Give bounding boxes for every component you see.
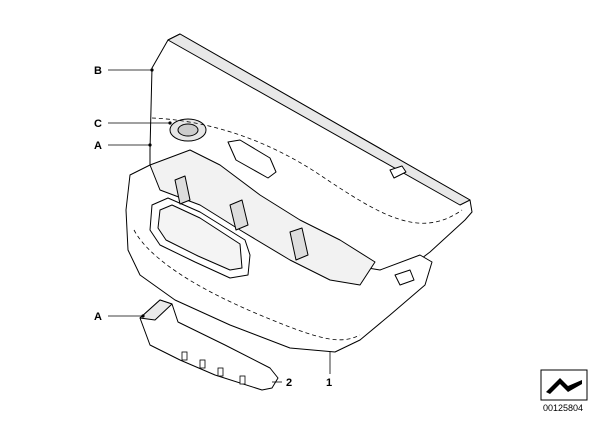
leader-lines bbox=[108, 69, 331, 383]
stitch-lower bbox=[133, 229, 361, 341]
door-trim-panel bbox=[125, 33, 473, 353]
catalog-icon-arrow bbox=[546, 378, 582, 394]
trim-strip-top bbox=[139, 299, 173, 321]
label-a-bottom: A bbox=[94, 311, 102, 323]
leader-dots bbox=[141, 68, 172, 318]
trim-strip-part-2 bbox=[139, 299, 279, 391]
stitch-upper bbox=[151, 117, 463, 224]
leader-dot-b bbox=[150, 68, 154, 72]
door-handle-recess bbox=[227, 139, 277, 179]
catalog-icon bbox=[540, 369, 588, 401]
clip-1 bbox=[181, 351, 188, 361]
leader-dot-c bbox=[168, 121, 172, 125]
clip-4 bbox=[239, 375, 246, 385]
leader-dot-a-top bbox=[148, 143, 152, 147]
catalog-number: 00125804 bbox=[543, 403, 583, 413]
stitching-lines bbox=[133, 117, 463, 341]
label-2: 2 bbox=[286, 377, 292, 389]
clip-2 bbox=[199, 359, 206, 369]
label-1: 1 bbox=[326, 377, 332, 389]
armrest-cavity bbox=[149, 149, 376, 286]
speaker-grille-inner bbox=[177, 123, 199, 137]
trim-strip-clips bbox=[181, 351, 246, 385]
label-a-top: A bbox=[94, 140, 102, 152]
leader-dot-a-bottom bbox=[141, 314, 145, 318]
label-b: B bbox=[94, 65, 102, 77]
armrest-rib-3 bbox=[289, 227, 309, 261]
door-pocket-inner bbox=[157, 204, 243, 271]
lock-button-housing bbox=[389, 165, 407, 179]
clip-3 bbox=[217, 367, 224, 377]
rear-clip bbox=[394, 269, 415, 286]
armrest-rib-1 bbox=[174, 175, 191, 205]
label-c: C bbox=[94, 118, 102, 130]
armrest-rib-2 bbox=[229, 199, 249, 231]
panel-top-edge bbox=[167, 33, 471, 206]
